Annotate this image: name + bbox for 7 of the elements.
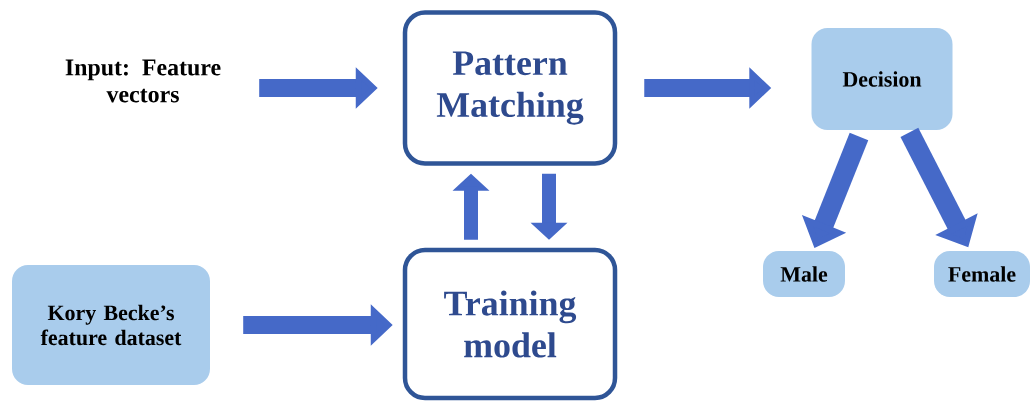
rounded-box: Female (934, 251, 1030, 297)
process-box: Pattern Matching (402, 10, 618, 166)
process-box: Training model (402, 247, 618, 401)
rounded-box: Male (763, 251, 845, 297)
input-label: Input: Feature vectors (65, 59, 221, 103)
rounded-box: Kory Becke’s feature dataset (12, 265, 210, 385)
rounded-box: Decision (811, 28, 953, 130)
